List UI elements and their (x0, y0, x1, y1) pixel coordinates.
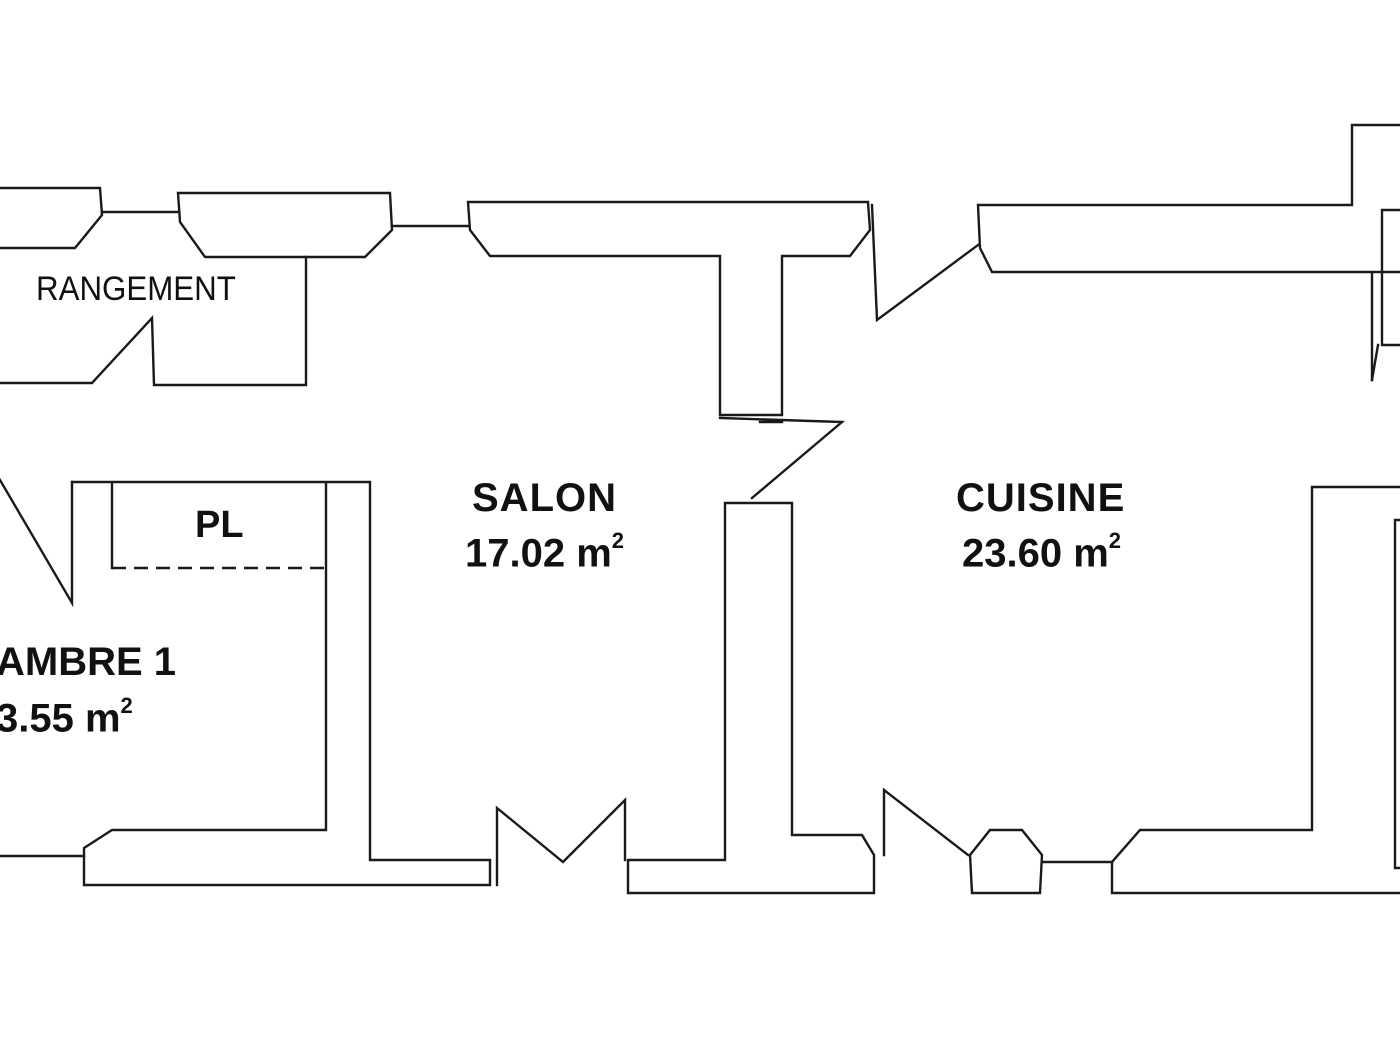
wall-top-left-block (0, 186, 104, 250)
room-area-salon: 17.02 m2 (465, 528, 625, 576)
window-salon-bottom (495, 797, 627, 887)
door-salon-cuisine-top (870, 203, 980, 323)
door-salon-cuisine (718, 416, 846, 500)
wall-right-edge (1370, 208, 1400, 382)
room-name-pl: PL (195, 504, 244, 546)
wall-top-rangement-block (176, 191, 394, 259)
door-chambre-1 (0, 478, 74, 608)
room-area-chambre-1: 3.55 m2 (0, 693, 133, 741)
wall-top-cuisine-block (976, 123, 1400, 382)
room-name-chambre-1: AMBRE 1 (0, 640, 177, 684)
room-area-cuisine: 23.60 m2 (962, 528, 1122, 576)
wall-cuisine-right-block (1110, 485, 1400, 895)
wall-right-lower-edge (1393, 518, 1400, 870)
window-cuisine-bottom (882, 787, 970, 857)
wall-pl-closet (70, 480, 492, 887)
wall-cuisine-bottom-pillar (968, 828, 1044, 895)
wall-rangement-bottom (0, 255, 308, 387)
room-name-cuisine: CUISINE (956, 476, 1126, 520)
wall-top-salon-block (466, 200, 872, 417)
room-name-salon: SALON (472, 476, 617, 520)
room-name-rangement: RANGEMENT (36, 270, 236, 308)
wall-central-partition (626, 501, 876, 895)
